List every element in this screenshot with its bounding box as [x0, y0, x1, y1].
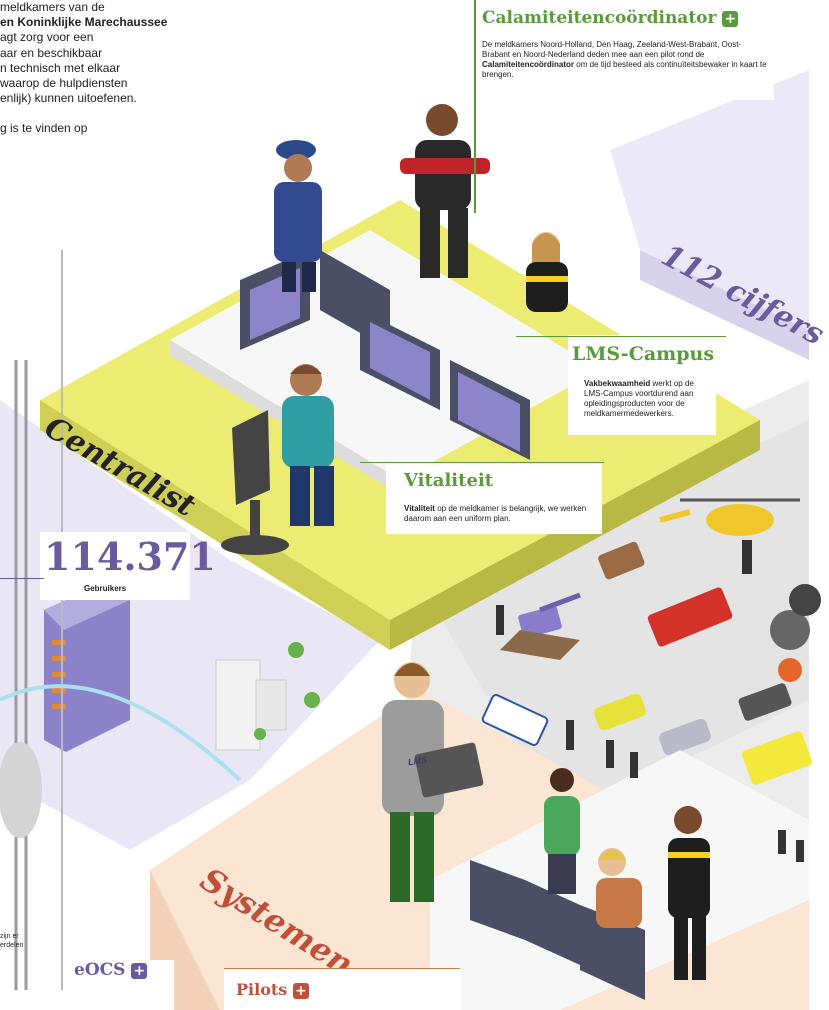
expand-plus-icon[interactable]: +	[131, 962, 148, 979]
lms-campus-title: LMS-Campus	[572, 343, 715, 365]
eocs-title-row: eOCS +	[74, 960, 148, 980]
person-figure	[274, 140, 322, 292]
intro-line: aar en beschikbaar	[0, 45, 103, 60]
vitaliteit-text-bold: Vitaliteit	[404, 504, 435, 513]
intro-line: waarop de hulpdiensten	[0, 76, 128, 91]
lms-campus-card: LMS-Campus Vakbekwaamheid werkt op de LM…	[568, 335, 716, 435]
lms-campus-text-bold: Vakbekwaamheid	[584, 379, 651, 388]
vitaliteit-connector-line	[360, 462, 604, 463]
lms-connector-line	[516, 336, 726, 337]
lms-campus-text: Vakbekwaamheid werkt op de LMS-Campus vo…	[584, 379, 709, 419]
users-label: Gebruikers	[84, 584, 127, 593]
pilots-title-row: Pilots +	[236, 980, 309, 999]
eocs-card: eOCS +	[64, 960, 174, 1010]
calamiteiten-card: Calamiteitencoördinator + De meldkamers …	[474, 0, 774, 213]
pilots-connector-line	[224, 968, 460, 969]
intro-line: enlijk) kunnen uitoefenen.	[0, 91, 137, 106]
pilots-card: Pilots +	[224, 968, 460, 1010]
expand-plus-icon[interactable]: +	[292, 982, 309, 999]
users-count: 114.371	[44, 534, 216, 579]
calamiteiten-title-row: Calamiteitencoördinator +	[482, 8, 739, 28]
intro-line-bold: en Koninklijke Marechaussee	[0, 15, 168, 30]
intro-text: meldkamers van de en Koninklijke Marecha…	[0, 0, 200, 137]
users-stat-card: 114.371 Gebruikers	[40, 532, 216, 600]
expand-plus-icon[interactable]: +	[722, 10, 739, 27]
pilots-title: Pilots	[236, 980, 288, 999]
vitaliteit-card: Vitaliteit Vitaliteit op de meldkamer is…	[386, 462, 602, 534]
intro-line: g is te vinden op	[0, 121, 88, 136]
lms-campus-text-post: werkt op de LMS-Campus voortdurend aan o…	[584, 379, 694, 418]
vitaliteit-text-post: op de meldkamer is belangrijk, we werken…	[404, 504, 587, 523]
calamiteiten-connector-line	[474, 0, 476, 213]
calamiteiten-text-bold: Calamiteitencoördinator	[482, 60, 575, 69]
intro-line	[0, 106, 200, 121]
calamiteiten-text-pre: De meldkamers Noord-Holland, Den Haag, Z…	[482, 40, 742, 59]
vitaliteit-text: Vitaliteit op de meldkamer is belangrijk…	[404, 504, 594, 524]
vitaliteit-title: Vitaliteit	[404, 470, 494, 491]
calamiteiten-text-post: om de tijd besteed als continuïteitsbewa…	[482, 60, 767, 79]
snippet-line: zijn er	[0, 933, 19, 940]
intro-line: meldkamers van de	[0, 0, 105, 14]
calamiteiten-text: De meldkamers Noord-Holland, Den Haag, Z…	[482, 40, 767, 80]
bottom-left-snippet: zijn er erdelen	[0, 932, 60, 950]
intro-line: n technisch met elkaar	[0, 60, 121, 75]
users-connector-line	[0, 578, 44, 579]
intro-line: agt zorg voor een	[0, 30, 94, 45]
snippet-line: erdelen	[0, 942, 24, 949]
calamiteiten-title: Calamiteitencoördinator	[482, 8, 717, 28]
eocs-title: eOCS	[74, 960, 126, 980]
